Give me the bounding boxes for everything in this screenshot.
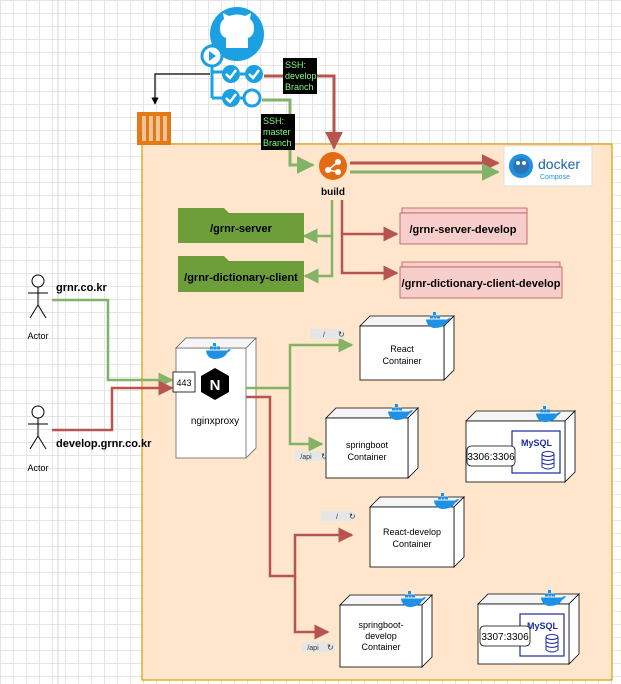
svg-text:Container: Container <box>347 452 386 462</box>
nginx-logo: N <box>210 377 221 394</box>
route-react: / ↻ <box>310 329 345 339</box>
docker-compose-logo: docker Compose <box>503 145 593 187</box>
svg-text:Container: Container <box>382 356 421 366</box>
github-actions-icon <box>200 7 264 108</box>
svg-text:SSH:: SSH: <box>263 116 284 126</box>
actor-1-label: Actor <box>27 331 48 341</box>
svg-text:/grnr-server-develop: /grnr-server-develop <box>410 224 517 236</box>
aws-ec2-icon <box>137 112 171 145</box>
actor-2-label: Actor <box>27 463 48 473</box>
actor-2-domain: develop.grnr.co.kr <box>56 438 152 450</box>
svg-text:SSH:: SSH: <box>285 60 306 70</box>
svg-text:/grnr-dictionary-client-develo: /grnr-dictionary-client-develop <box>402 278 561 290</box>
mysql-container-1: MySQL 3306:3306 <box>465 406 576 483</box>
nginx-to-springboot <box>288 388 324 452</box>
svg-text:↻: ↻ <box>338 330 345 339</box>
route-react-develop: / ↻ <box>321 511 356 521</box>
folder-grnr-dictionary-client-develop: /grnr-dictionary-client-develop <box>399 261 563 299</box>
svg-text:springboot-: springboot- <box>358 620 403 630</box>
folder-grnr-server: /grnr-server <box>178 208 304 243</box>
nginx-to-react-develop <box>246 395 354 578</box>
nginx-to-react <box>246 337 354 390</box>
svg-text:↻: ↻ <box>327 643 334 652</box>
folder-grnr-dictionary-client: /grnr-dictionary-client <box>178 256 304 292</box>
svg-text:React: React <box>390 344 414 354</box>
nginx-to-springboot-develop <box>293 576 330 640</box>
ssh-master-label: SSH: master Branch <box>261 114 295 150</box>
svg-text:develop: develop <box>285 71 317 81</box>
svg-text:/grnr-dictionary-client: /grnr-dictionary-client <box>184 272 298 284</box>
deploy-arrow <box>151 73 210 105</box>
build-icon: build <box>319 152 347 198</box>
ssh-develop-label: SSH: develop Branch <box>283 58 317 94</box>
mysql-1-port: 3306:3306 <box>467 452 515 463</box>
svg-text:/grnr-server: /grnr-server <box>210 223 272 235</box>
build-to-grnr-dictionary-client-develop <box>340 234 399 281</box>
react-develop-container: React-develop Container <box>369 493 465 568</box>
folder-grnr-server-develop: /grnr-server-develop <box>399 207 528 245</box>
svg-text:/api: /api <box>307 645 319 652</box>
actor-2-to-nginx <box>52 380 174 432</box>
mysql-1-label: MySQL <box>521 438 553 448</box>
svg-text:Branch: Branch <box>285 82 314 92</box>
nginx-port: 443 <box>176 378 191 388</box>
svg-text:/: / <box>323 332 325 339</box>
svg-text:Container: Container <box>392 539 431 549</box>
svg-text:springboot: springboot <box>346 440 389 450</box>
svg-text:Compose: Compose <box>540 174 570 181</box>
nginx-name: nginxproxy <box>191 416 239 427</box>
actor-2: Actor develop.grnr.co.kr <box>27 405 152 473</box>
route-springboot-develop: /api ↻ <box>301 642 335 652</box>
build-to-grnr-dictionary-client <box>303 236 334 284</box>
mysql-container-2: MySQL 3307:3306 <box>477 590 580 665</box>
svg-text:/api: /api <box>300 454 312 461</box>
svg-text:master: master <box>263 127 291 137</box>
mysql-2-label: MySQL <box>527 621 559 631</box>
svg-text:Branch: Branch <box>263 138 292 148</box>
svg-text:↻: ↻ <box>349 512 356 521</box>
springboot-develop-container: springboot- develop Container <box>339 591 433 668</box>
route-springboot: /api ↻ <box>295 451 329 461</box>
react-container: React Container <box>359 312 455 381</box>
springboot-container: springboot Container <box>325 404 419 479</box>
svg-text:Container: Container <box>361 642 400 652</box>
actor-1-domain: grnr.co.kr <box>56 282 107 294</box>
nginx-proxy-box: N 443 nginxproxy <box>172 337 257 459</box>
svg-text:↻: ↻ <box>321 452 328 461</box>
actor-1-to-nginx <box>52 298 174 388</box>
svg-text:React-develop: React-develop <box>383 527 441 537</box>
svg-text:/: / <box>336 514 338 521</box>
actor-1: Actor grnr.co.kr <box>27 274 107 341</box>
svg-text:docker: docker <box>538 156 580 172</box>
mysql-2-port: 3307:3306 <box>481 632 529 643</box>
build-label: build <box>321 187 345 198</box>
svg-text:develop: develop <box>365 631 397 641</box>
